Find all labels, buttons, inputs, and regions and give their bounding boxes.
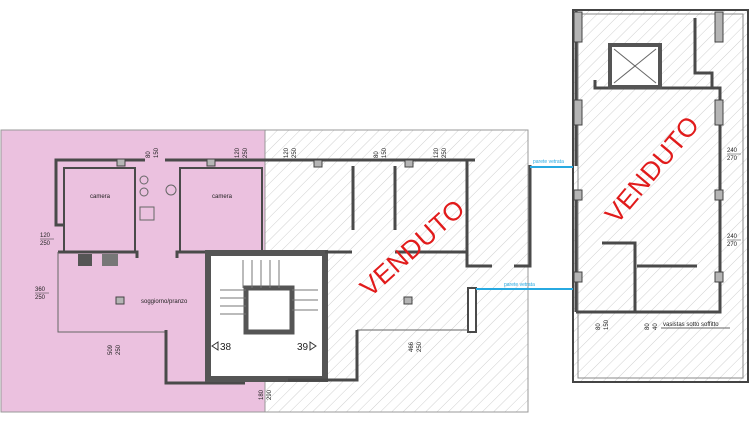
dim-bottom: 40: [653, 323, 659, 330]
dim-top: 80: [146, 151, 152, 158]
room-label-camera-right: camera: [212, 194, 233, 200]
glass-wall-label-top: parete vetrata: [533, 159, 564, 165]
dim-bottom: 270: [727, 156, 738, 162]
dim-top: 180: [259, 389, 265, 400]
triangle-right-icon: [309, 341, 317, 351]
room-label-camera-left: camera: [90, 194, 111, 200]
dim-bottom: 270: [727, 242, 738, 248]
dim-bottom: 250: [116, 344, 122, 355]
stair-number-left: 38: [220, 342, 232, 353]
dim-top: 509: [108, 344, 114, 355]
stair-number-right: 39: [297, 342, 309, 353]
dim-top: 240: [727, 234, 738, 240]
dim-bottom: 290: [267, 389, 273, 400]
dim-bottom: 250: [243, 147, 249, 158]
dim-top: 240: [727, 148, 738, 154]
dim-top: 120: [284, 147, 290, 158]
triangle-left-icon: [211, 341, 219, 351]
dim-top: 120: [40, 233, 51, 239]
dim-top: 120: [235, 147, 241, 158]
dim-top: 80: [596, 323, 602, 330]
dim-top: 466: [409, 341, 415, 352]
skylight-note: vasistas sotto soffitto: [663, 322, 719, 328]
dim-bottom: 150: [604, 319, 610, 330]
right-unit-walls: vasistas sotto soffitto: [573, 10, 730, 329]
dim-bottom: 150: [154, 147, 160, 158]
dim-bottom: 250: [40, 241, 51, 247]
dim-bottom: 250: [442, 147, 448, 158]
dim-top: 80: [645, 323, 651, 330]
dim-bottom: 250: [35, 295, 46, 301]
left-unit-walls: [54, 158, 265, 385]
glass-walls: parete vetrata parete vetrata: [476, 159, 573, 290]
dim-bottom: 250: [417, 341, 423, 352]
dim-top: 360: [35, 287, 46, 293]
dim-bottom: 250: [292, 147, 298, 158]
dim-top: 120: [434, 147, 440, 158]
glass-wall-label-bottom: parete vetrata: [504, 282, 535, 288]
dim-top: 80: [374, 151, 380, 158]
dim-bottom: 150: [382, 147, 388, 158]
middle-unit-walls: [265, 158, 532, 382]
room-label-living: soggiorno/pranzo: [141, 299, 188, 305]
central-staircase[interactable]: 38 39: [205, 250, 328, 382]
